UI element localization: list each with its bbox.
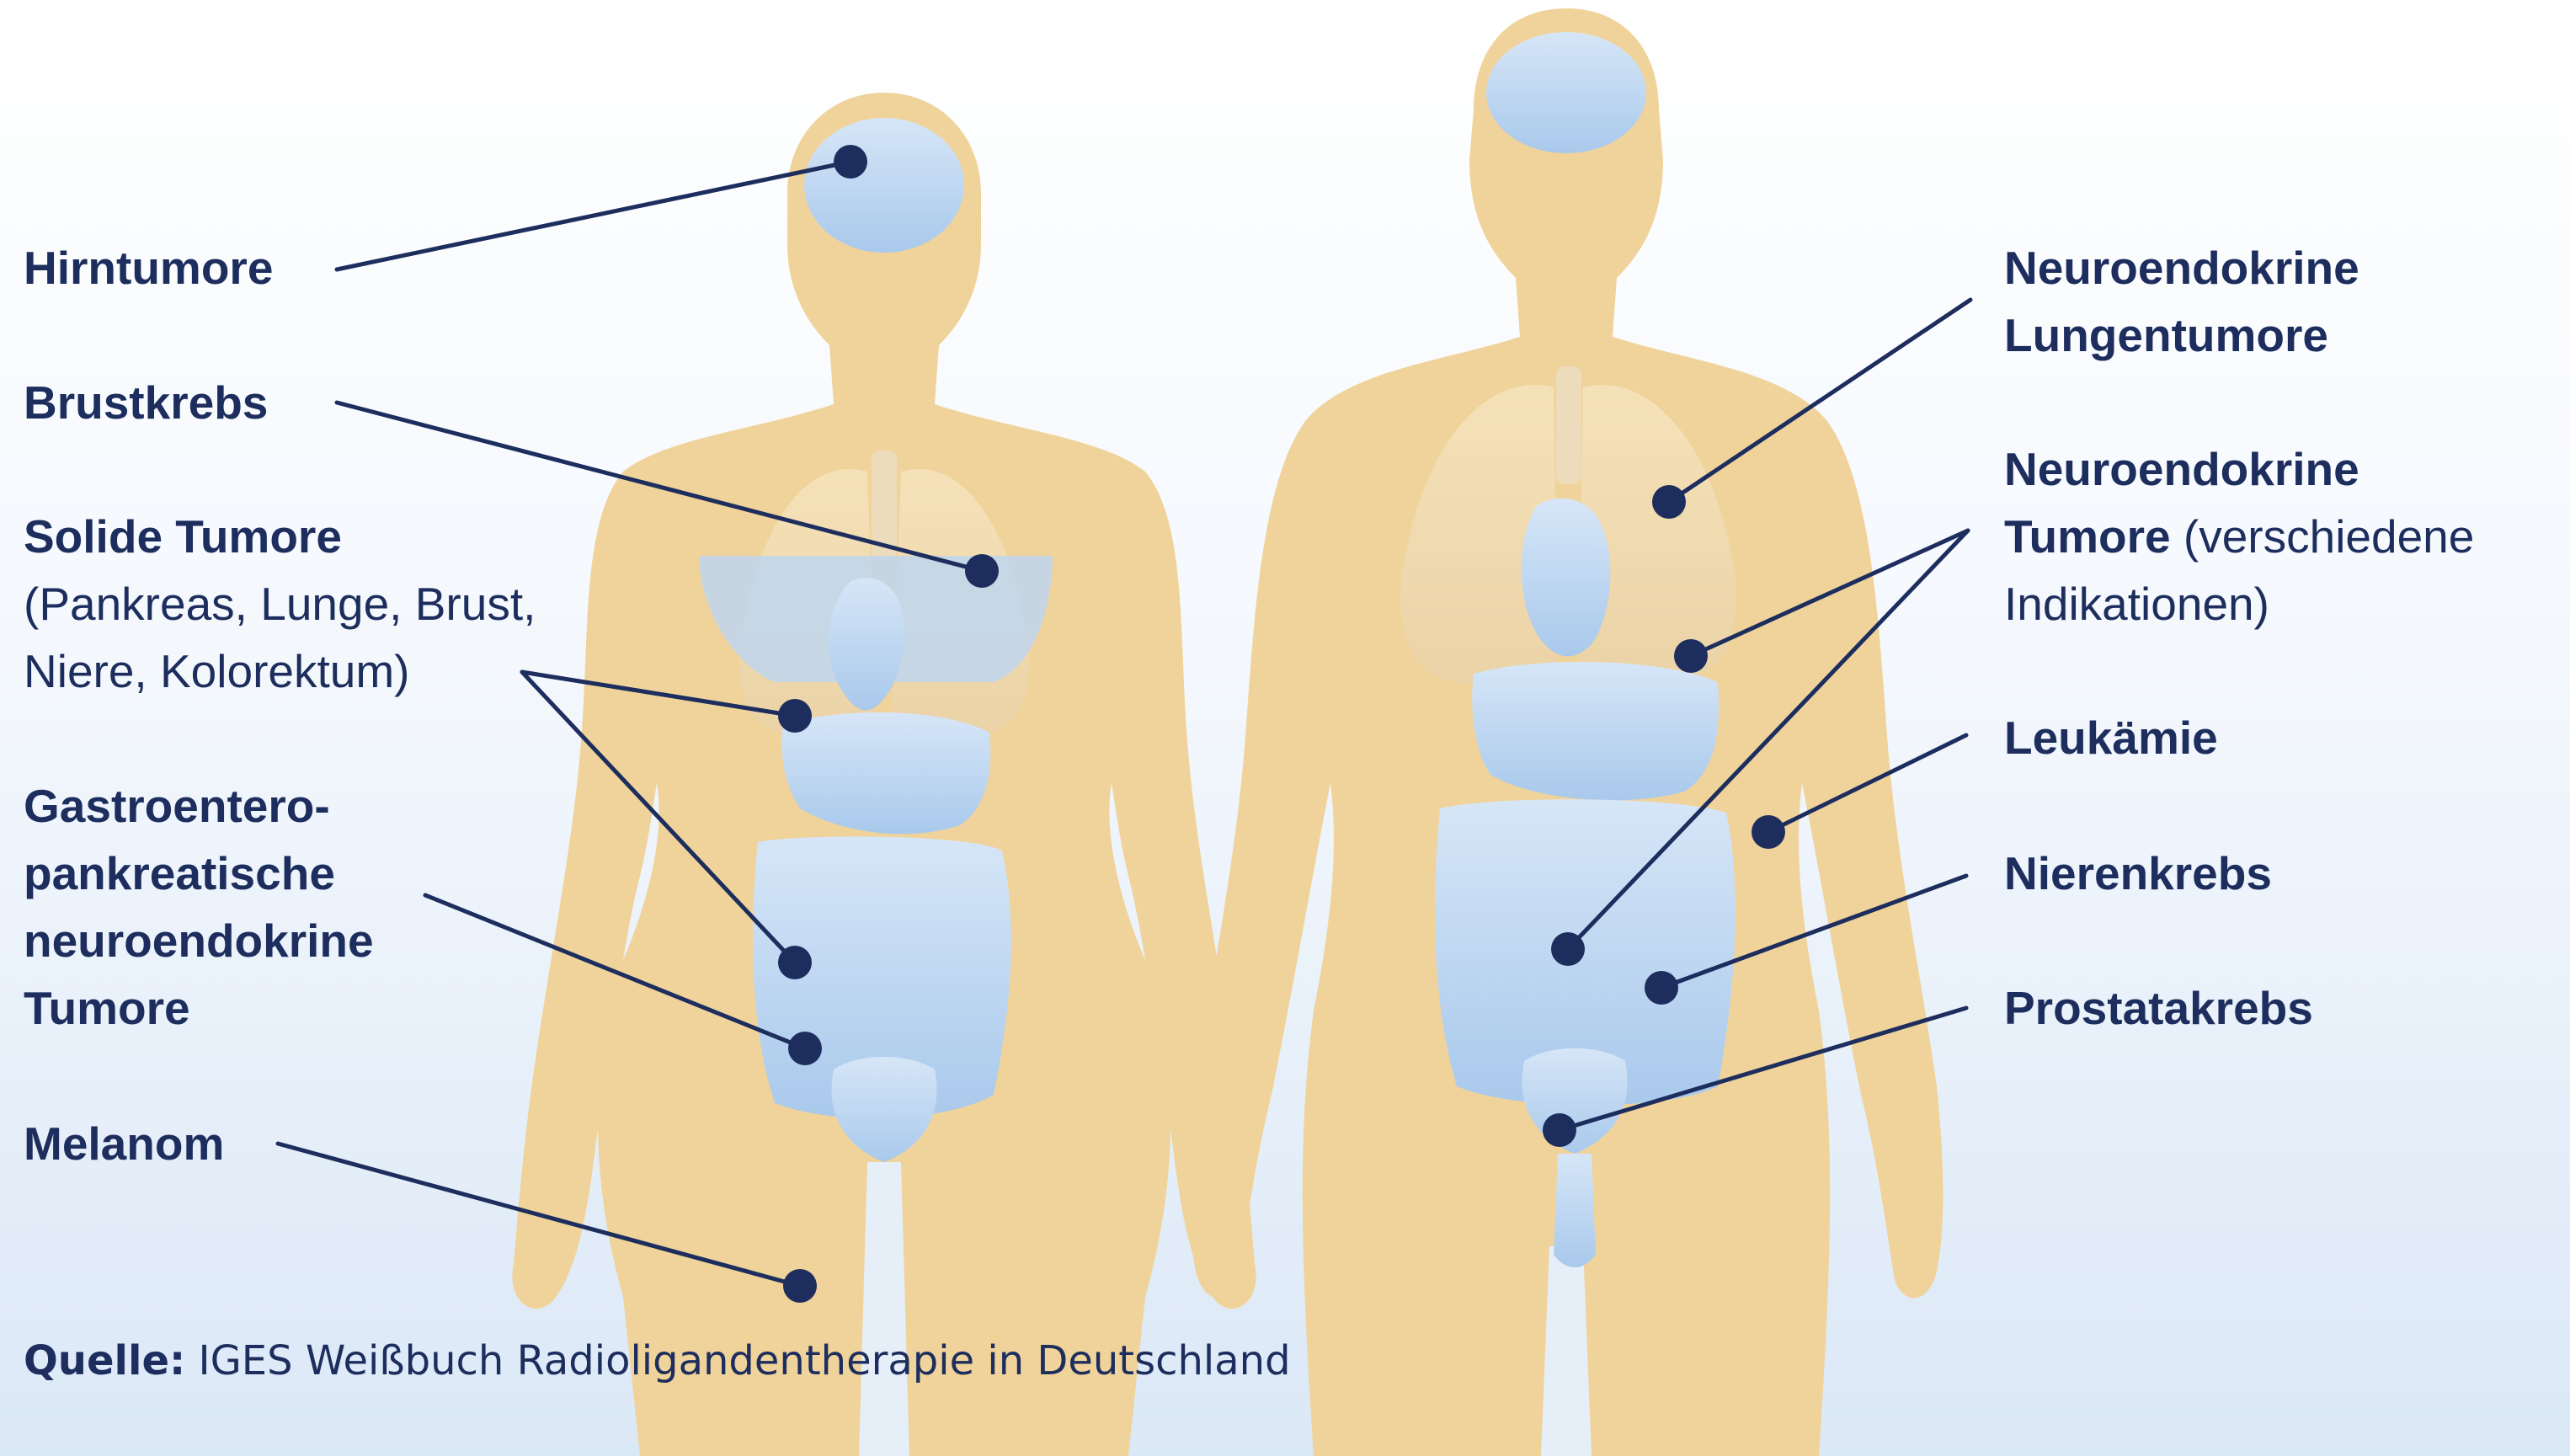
label-brustkrebs-text: Brustkrebs	[24, 369, 268, 436]
male-genital-organs	[1554, 1154, 1596, 1267]
label-nierenkrebs-text: Nierenkrebs	[2004, 840, 2272, 907]
label-leukaemie: Leukämie	[2004, 704, 2218, 771]
marker-prostatakrebs	[1543, 1113, 1576, 1147]
label-solide-title: Solide Tumore	[24, 503, 536, 570]
marker-hirntumore	[834, 145, 867, 179]
female-leg-gap	[859, 1162, 909, 1456]
label-ne-lungentumore: Neuroendokrine Lungentumore	[2004, 234, 2359, 369]
leader-hirntumore	[337, 162, 850, 269]
label-ne-tumore: Neuroendokrine Tumore (verschiedene Indi…	[2004, 435, 2474, 637]
marker-solide-lower	[778, 946, 812, 979]
label-gep-line2: pankreatische	[24, 840, 374, 907]
label-ne-lung-line2: Lungentumore	[2004, 301, 2359, 369]
label-leukaemie-text: Leukämie	[2004, 704, 2218, 771]
label-gep-net: Gastroentero- pankreatische neuroendokri…	[24, 772, 374, 1042]
label-melanom-text: Melanom	[24, 1110, 224, 1177]
marker-gep	[788, 1032, 822, 1065]
source-prefix: Quelle:	[24, 1337, 185, 1384]
marker-ne-tumore-lower	[1551, 932, 1585, 966]
label-ne-tumore-line1: Neuroendokrine	[2004, 435, 2474, 503]
label-hirntumore: Hirntumore	[24, 234, 273, 301]
label-ne-tumore-rest: (verschiedene	[2171, 510, 2475, 563]
marker-nierenkrebs	[1645, 971, 1678, 1005]
label-gep-line3: neuroendokrine	[24, 907, 374, 974]
male-body	[1190, 8, 1943, 1456]
label-hirntumore-text: Hirntumore	[24, 234, 273, 301]
label-solide-line2: (Pankreas, Lunge, Brust,	[24, 570, 536, 637]
label-ne-lung-line1: Neuroendokrine	[2004, 234, 2359, 301]
marker-ne-lung	[1652, 485, 1686, 519]
marker-solide-upper	[778, 699, 812, 733]
label-prostatakrebs: Prostatakrebs	[2004, 974, 2313, 1042]
male-trachea	[1556, 366, 1581, 484]
marker-leukaemie	[1752, 815, 1785, 849]
label-gep-line4: Tumore	[24, 974, 374, 1042]
label-nierenkrebs: Nierenkrebs	[2004, 840, 2272, 907]
label-prostatakrebs-text: Prostatakrebs	[2004, 974, 2313, 1042]
female-brain	[804, 118, 964, 253]
label-solide-tumore: Solide Tumore (Pankreas, Lunge, Brust, N…	[24, 503, 536, 705]
label-melanom: Melanom	[24, 1110, 224, 1177]
marker-brustkrebs	[965, 554, 999, 588]
source-text: IGES Weißbuch Radioligandentherapie in D…	[185, 1337, 1290, 1384]
label-gep-line1: Gastroentero-	[24, 772, 374, 840]
male-leg-gap	[1541, 1246, 1592, 1456]
label-ne-tumore-bold: Tumore	[2004, 510, 2171, 563]
label-brustkrebs: Brustkrebs	[24, 369, 268, 436]
marker-melanom	[783, 1269, 817, 1303]
marker-ne-tumore-upper	[1674, 639, 1708, 673]
male-liver	[1472, 662, 1719, 800]
male-brain	[1486, 32, 1646, 153]
label-ne-tumore-line3: Indikationen)	[2004, 570, 2474, 637]
female-body	[512, 93, 1256, 1456]
source-note: Quelle: IGES Weißbuch Radioligandenthera…	[24, 1337, 1291, 1384]
label-solide-line3: Niere, Kolorektum)	[24, 637, 536, 705]
label-ne-tumore-line2: Tumore (verschiedene	[2004, 503, 2474, 570]
